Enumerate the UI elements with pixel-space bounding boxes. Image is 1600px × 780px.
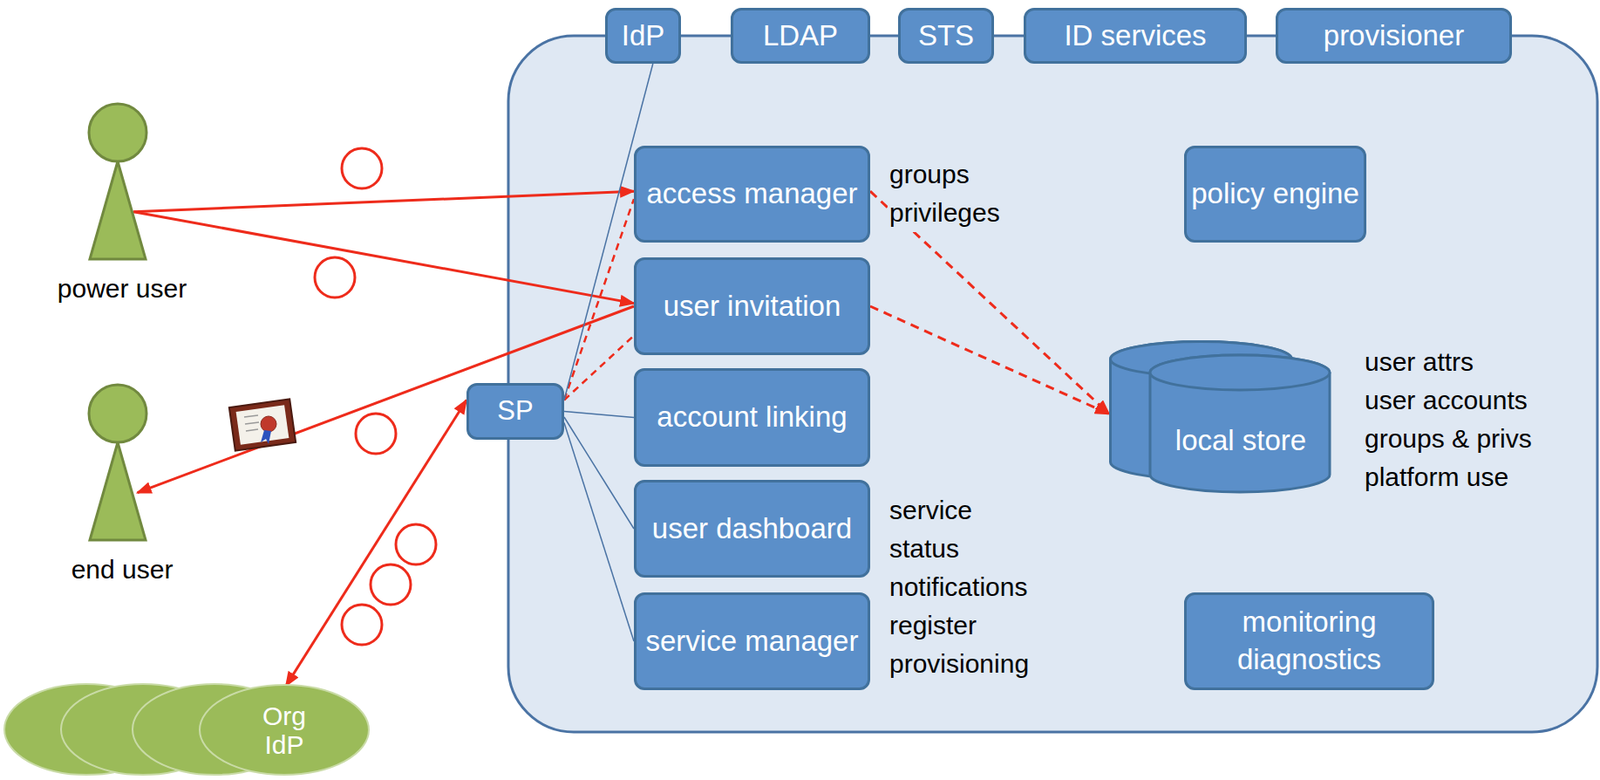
id-services-box: ID services [1023,7,1247,64]
node-label: STS [918,17,974,55]
component-box: user dashboard [633,479,871,578]
provisioner-box: provisioner [1275,7,1512,64]
connector-line [680,34,731,37]
annotation-label: provisioning [887,644,1031,683]
connector-line [285,400,467,687]
annotation-label: groups & privs [1362,419,1534,458]
callout-circle [370,564,411,605]
callout-circles [314,148,436,645]
node-label: SP [497,393,533,429]
annotation-label: user attrs [1362,342,1476,382]
connector-line [870,190,1110,414]
node-label: account linking [656,398,847,436]
node-label: ID services [1063,17,1206,55]
annotation-label: platform use [1362,457,1511,497]
callout-circle [341,148,382,189]
connector-line [1246,34,1276,37]
connector-line [564,422,634,642]
component-box: access manager [633,145,871,243]
connector-line [133,211,634,304]
connector-line [133,190,634,212]
callout-circle [314,257,355,298]
platform-boundary [508,35,1598,732]
node-label: provisioner [1323,17,1464,55]
annotation-label: privileges [887,193,1002,232]
node-label: policy engine [1191,175,1360,213]
idp-box: IdP [605,7,681,64]
node-label: Org IdP [262,701,307,759]
component-box: monitoring diagnostics [1184,592,1435,690]
annotation-label: notifications [887,567,1029,606]
node-label: access manager [646,175,858,213]
cylinder-body [1150,354,1330,492]
connector-line [870,306,1110,414]
callout-circle [341,604,382,645]
annotation-label: groups [887,155,972,194]
person-body [89,161,146,259]
annotation-label: service status [887,490,974,568]
cylinder-top [1150,354,1330,390]
component-box: policy engine [1184,145,1367,243]
datastore-cylinder: local store [1109,340,1332,494]
connector-line [564,411,634,418]
connector-line [994,34,1024,37]
node-label: service manager [646,622,859,661]
ellipse-outline [199,684,369,775]
callout-circle [395,524,436,565]
sts-box: STS [898,7,995,64]
node-label: power user [30,271,214,306]
connector-line [870,34,899,37]
connector-line [137,306,634,493]
org-idp-ellipse: Org IdP [198,683,370,776]
node-label: local store [1150,388,1332,494]
node-label: monitoring diagnostics [1186,603,1432,679]
component-box: user invitation [633,257,871,355]
connector-line [564,335,634,401]
sp-box: SP [466,382,565,440]
annotation-label: user accounts [1362,381,1530,420]
callout-circle [355,413,396,454]
component-box: account linking [633,367,871,467]
node-label: user dashboard [652,510,852,548]
person-head [88,103,147,162]
actor-figure: power user [30,100,214,310]
node-label: LDAP [762,17,838,55]
ldap-box: LDAP [730,7,871,64]
cylinder-shape [1109,340,1332,494]
connector-line [564,416,634,529]
person-body [89,442,146,540]
annotation-label: register [887,605,979,645]
node-label: IdP [621,17,666,55]
person-head [88,384,147,443]
node-label: user invitation [663,287,842,326]
certificate-icon [229,398,296,450]
actor-figure: end user [30,381,214,591]
node-label: end user [30,551,214,586]
component-box: service manager [633,592,871,690]
connector-line [564,198,634,400]
